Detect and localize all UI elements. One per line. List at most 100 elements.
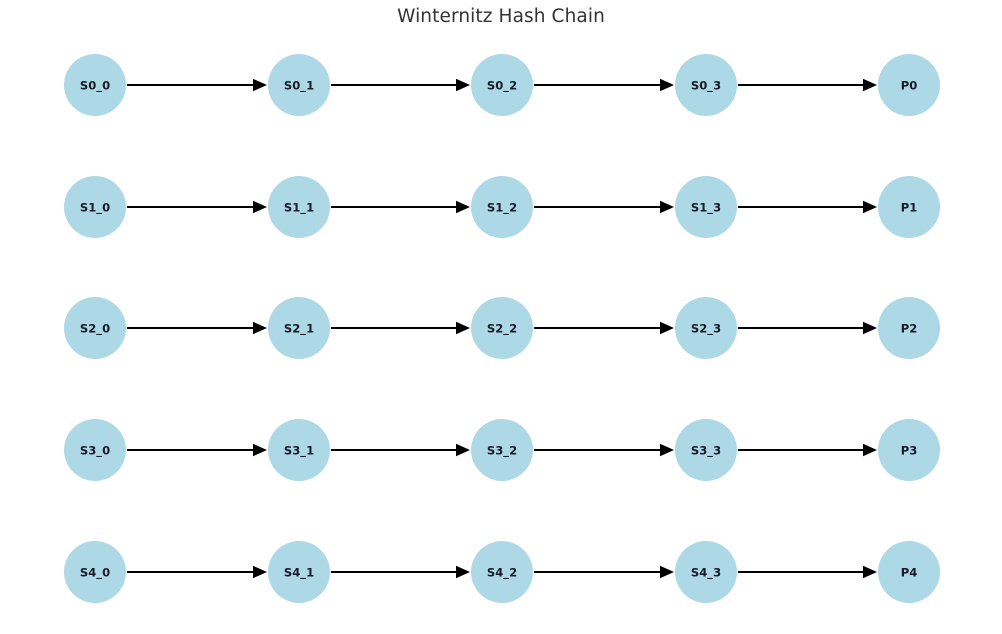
graph-node[interactable]: P2 [878, 297, 940, 359]
graph-node-circle[interactable] [675, 176, 737, 238]
graph-node-circle[interactable] [878, 541, 940, 603]
graph-node-circle[interactable] [471, 541, 533, 603]
graph-node[interactable]: S2_2 [471, 297, 533, 359]
graph-node-label: S1_2 [487, 201, 517, 216]
edge-arrowhead-icon [456, 443, 470, 457]
graph-node-circle[interactable] [268, 54, 330, 116]
graph-node-label: S3_3 [691, 444, 721, 459]
graph-node-circle[interactable] [675, 541, 737, 603]
graph-node-circle[interactable] [471, 176, 533, 238]
graph-edge [127, 321, 267, 335]
graph-node-circle[interactable] [675, 419, 737, 481]
graph-node-label: S4_1 [284, 566, 314, 581]
graph-edge [738, 78, 877, 92]
edge-arrowhead-icon [253, 565, 267, 579]
graph-edge [534, 565, 674, 579]
graph-edge [331, 78, 470, 92]
graph-node[interactable]: S2_0 [64, 297, 126, 359]
graph-node-label: P3 [901, 444, 918, 458]
edge-arrowhead-icon [456, 565, 470, 579]
graph-edge [331, 200, 470, 214]
edge-arrowhead-icon [456, 78, 470, 92]
graph-node[interactable]: S3_3 [675, 419, 737, 481]
graph-node[interactable]: S0_2 [471, 54, 533, 116]
graph-node[interactable]: S0_3 [675, 54, 737, 116]
graph-node-circle[interactable] [471, 419, 533, 481]
graph-node[interactable]: S0_1 [268, 54, 330, 116]
graph-node-circle[interactable] [878, 419, 940, 481]
graph-edge [127, 200, 267, 214]
graph-node-circle[interactable] [268, 419, 330, 481]
edge-arrowhead-icon [253, 321, 267, 335]
graph-node[interactable]: S1_1 [268, 176, 330, 238]
graph-node-circle[interactable] [268, 541, 330, 603]
graph-node[interactable]: S2_1 [268, 297, 330, 359]
graph-node[interactable]: S3_2 [471, 419, 533, 481]
graph-edge [127, 78, 267, 92]
graph-node[interactable]: P3 [878, 419, 940, 481]
graph-edge [331, 565, 470, 579]
graph-node[interactable]: S4_3 [675, 541, 737, 603]
graph-node[interactable]: S3_0 [64, 419, 126, 481]
graph-node[interactable]: S0_0 [64, 54, 126, 116]
graph-node-label: S1_1 [284, 201, 314, 216]
graph-node[interactable]: S1_3 [675, 176, 737, 238]
graph-node[interactable]: S1_2 [471, 176, 533, 238]
graph-node-circle[interactable] [675, 54, 737, 116]
graph-node[interactable]: S2_3 [675, 297, 737, 359]
graph-node[interactable]: S4_1 [268, 541, 330, 603]
graph-node-label: S0_1 [284, 79, 314, 94]
graph-node-circle[interactable] [471, 297, 533, 359]
graph-node[interactable]: P1 [878, 176, 940, 238]
graph-node-label: S2_2 [487, 322, 517, 337]
graph-node-circle[interactable] [675, 297, 737, 359]
graph-edge [738, 443, 877, 457]
graph-node-circle[interactable] [268, 176, 330, 238]
edge-arrowhead-icon [660, 443, 674, 457]
edge-arrowhead-icon [863, 565, 877, 579]
graph-node-label: S2_1 [284, 322, 314, 337]
graph-node-label: S3_1 [284, 444, 314, 459]
graph-node[interactable]: P4 [878, 541, 940, 603]
graph-node-circle[interactable] [268, 297, 330, 359]
graph-node-circle[interactable] [878, 176, 940, 238]
graph-node-label: P0 [901, 79, 918, 93]
graph-node-label: P2 [901, 322, 918, 336]
graph-node-label: S0_0 [80, 79, 110, 94]
edge-arrowhead-icon [660, 78, 674, 92]
graph-edge [738, 321, 877, 335]
graph-node-label: P1 [901, 201, 918, 215]
edge-arrowhead-icon [456, 200, 470, 214]
graph-node-circle[interactable] [64, 54, 126, 116]
graph-node-circle[interactable] [64, 297, 126, 359]
graph-node[interactable]: S3_1 [268, 419, 330, 481]
edge-arrowhead-icon [863, 321, 877, 335]
graph-node-circle[interactable] [64, 419, 126, 481]
edge-arrowhead-icon [863, 78, 877, 92]
graph-edge [738, 200, 877, 214]
graph-node-label: S1_3 [691, 201, 721, 216]
graph-edge [738, 565, 877, 579]
graph-node-circle[interactable] [64, 176, 126, 238]
graph-node-label: S4_3 [691, 566, 721, 581]
edge-arrowhead-icon [253, 200, 267, 214]
edge-arrowhead-icon [660, 321, 674, 335]
graph-node-circle[interactable] [64, 541, 126, 603]
graph-edge [127, 565, 267, 579]
graph-node[interactable]: S1_0 [64, 176, 126, 238]
edge-arrowhead-icon [660, 565, 674, 579]
graph-node-circle[interactable] [471, 54, 533, 116]
graph-edge [127, 443, 267, 457]
graph-node-label: S1_0 [80, 201, 110, 216]
graph-node-circle[interactable] [878, 54, 940, 116]
graph-node-label: S0_3 [691, 79, 721, 94]
graph-edge [534, 78, 674, 92]
graph-node[interactable]: P0 [878, 54, 940, 116]
graph-node-circle[interactable] [878, 297, 940, 359]
graph-node-label: S4_2 [487, 566, 517, 581]
graph-node[interactable]: S4_0 [64, 541, 126, 603]
graph-node[interactable]: S4_2 [471, 541, 533, 603]
